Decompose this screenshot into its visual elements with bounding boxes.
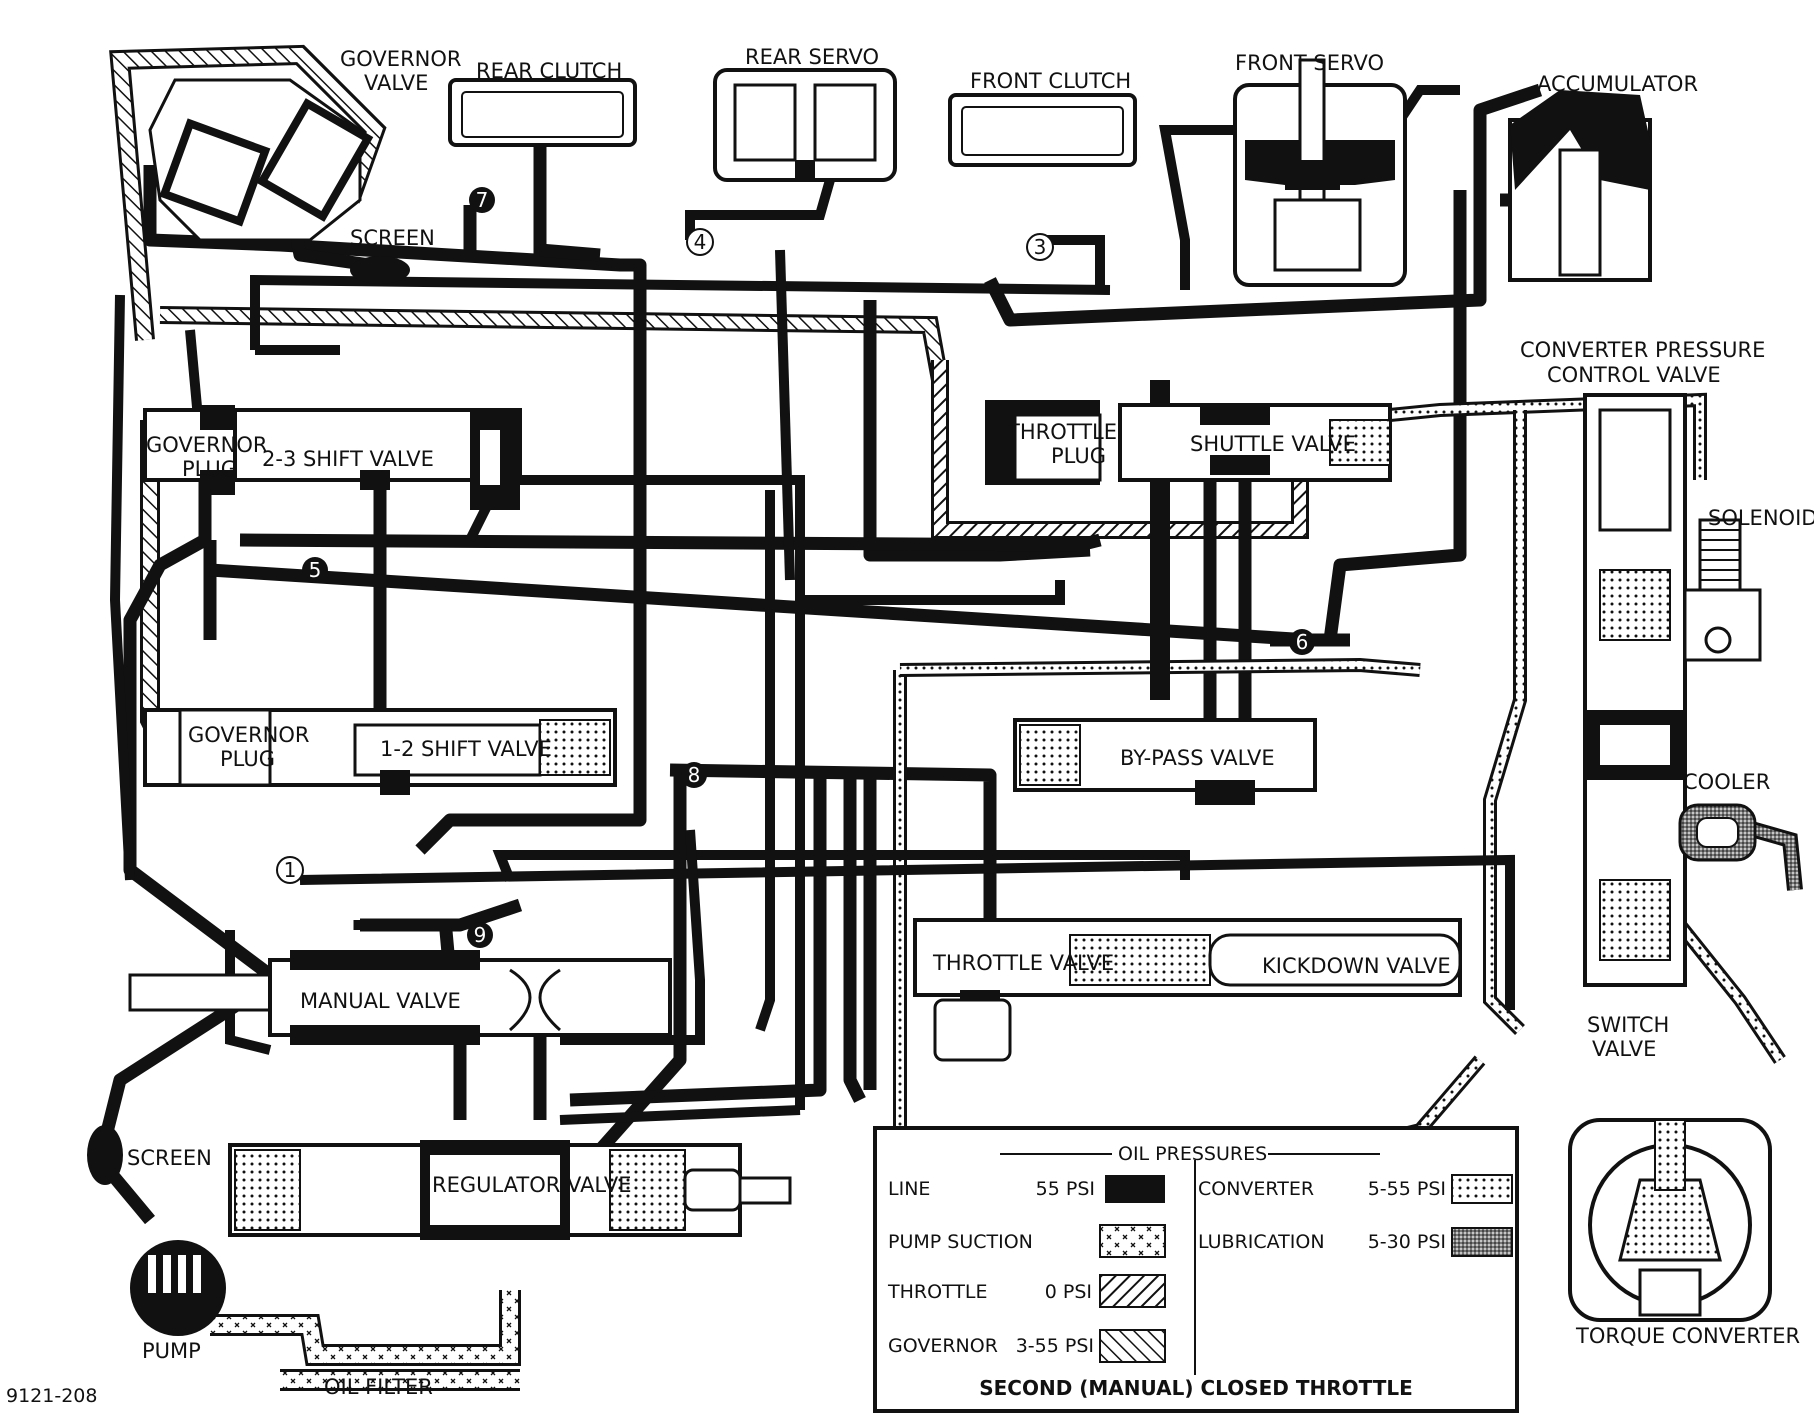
legend-governor-value: 3-55 PSI (1016, 1335, 1094, 1357)
throttle-plug-label-1: THROTTLE (1006, 420, 1117, 444)
rear-servo-label: REAR SERVO (745, 45, 879, 69)
legend-line-value: 55 PSI (1036, 1178, 1095, 1200)
governor-valve-label-1: GOVERNOR (340, 47, 462, 71)
legend-swatch-throttle (1099, 1274, 1166, 1308)
legend-swatch-lubrication (1451, 1227, 1513, 1257)
legend-swatch-converter (1451, 1174, 1513, 1204)
legend-title: OIL PRESSURES (1118, 1143, 1267, 1165)
solenoid-component (1698, 518, 1742, 592)
governor-plug-upper-label-2: PLUG (182, 457, 237, 481)
shift-valve-23-body (143, 405, 522, 510)
oil-filter-label: OIL FILTER (324, 1375, 433, 1399)
bypass-valve-body (1013, 718, 1317, 805)
check-ball-7: 7 (476, 188, 489, 212)
throttle-plug-label-2: PLUG (1051, 444, 1106, 468)
shift-valve-12-body (143, 708, 617, 795)
check-ball-3: 3 (1034, 235, 1047, 259)
governor-plug-upper-label-1: GOVERNOR (146, 433, 268, 457)
kickdown-valve-label: KICKDOWN VALVE (1262, 954, 1451, 978)
check-ball-9: 9 (474, 923, 487, 947)
shuttle-valve-body (985, 400, 1392, 485)
converter-pressure-control-valve-label-1: CONVERTER PRESSURE (1520, 338, 1765, 362)
legend-converter-value: 5-55 PSI (1368, 1178, 1446, 1200)
switch-valve-label-2: VALVE (1592, 1037, 1656, 1061)
text-labels: GOVERNOR VALVE REAR CLUTCH REAR SERVO FR… (6, 45, 1814, 1407)
throttle-kickdown-valve-body (913, 918, 1462, 1062)
throttle-passages (931, 360, 1309, 539)
torque-converter-component (1568, 1118, 1772, 1322)
accumulator-label: ACCUMULATOR (1537, 72, 1698, 96)
governor-valve-label-2: VALVE (364, 71, 428, 95)
governor-plug-lower-label-1: GOVERNOR (188, 723, 310, 747)
legend-converter-name: CONVERTER (1198, 1178, 1314, 1200)
check-ball-6: 6 (1296, 630, 1309, 654)
legend-box (873, 1126, 1519, 1413)
front-clutch-component (948, 93, 1137, 167)
pump-component (130, 1240, 226, 1336)
check-ball-8: 8 (688, 763, 701, 787)
torque-converter-label: TORQUE CONVERTER (1575, 1324, 1800, 1348)
check-ball-markers (276, 187, 1315, 948)
regulator-valve-body (228, 1140, 792, 1240)
hydraulic-lines (93, 44, 1803, 1391)
screen-bottom-label: SCREEN (127, 1146, 212, 1170)
governor-plug-lower-label-2: PLUG (220, 747, 275, 771)
pump-suction-passages (210, 1290, 521, 1391)
shift-valve-12-label: 1-2 SHIFT VALVE (380, 737, 552, 761)
front-servo-label: FRONT SERVO (1235, 51, 1384, 75)
legend-lubrication-name: LUBRICATION (1198, 1231, 1325, 1253)
governor-valve-body (148, 78, 374, 242)
legend-throttle-name: THROTTLE (887, 1281, 988, 1303)
cooler-component (1678, 803, 1757, 862)
legend-swatch-pump-suction (1099, 1224, 1166, 1258)
legend-line-name: LINE (888, 1178, 930, 1200)
check-ball-5: 5 (309, 558, 322, 582)
switch-valve-label-1: SWITCH (1587, 1013, 1669, 1037)
converter-pressure-control-valve-label-2: CONTROL VALVE (1547, 363, 1721, 387)
rear-clutch-component (448, 78, 637, 147)
legend-governor-name: GOVERNOR (888, 1335, 998, 1357)
shuttle-valve-label: SHUTTLE VALVE (1190, 432, 1356, 456)
top-screen (350, 256, 410, 284)
exhaust-passages (109, 85, 1515, 1260)
legend-swatch-governor (1099, 1329, 1166, 1363)
cooler-label: COOLER (1683, 770, 1770, 794)
regulator-valve-label: REGULATOR VALVE (432, 1173, 631, 1197)
legend-throttle-value: 0 PSI (1045, 1281, 1092, 1303)
throttle-valve-label: THROTTLE VALVE (932, 951, 1114, 975)
legend-caption: SECOND (MANUAL) CLOSED THROTTLE (979, 1376, 1413, 1400)
shift-valve-23-label: 2-3 SHIFT VALVE (262, 447, 434, 471)
legend-pump-suction-name: PUMP SUCTION (888, 1231, 1033, 1253)
front-clutch-label: FRONT CLUTCH (970, 69, 1131, 93)
converter-control-column (1583, 393, 1762, 987)
pump-label: PUMP (142, 1339, 201, 1363)
bottom-screen (87, 1125, 123, 1185)
figure-id-label: 9121-208 (6, 1385, 97, 1407)
check-ball-1: 1 (284, 858, 297, 882)
rear-servo-component (713, 68, 897, 182)
legend-swatch-line (1105, 1175, 1165, 1203)
manual-valve-label: MANUAL VALVE (300, 989, 461, 1013)
check-ball-4: 4 (694, 230, 707, 254)
manual-valve-body (128, 950, 672, 1045)
front-servo-component (1233, 58, 1407, 287)
rear-clutch-label: REAR CLUTCH (476, 59, 622, 83)
components (87, 58, 1772, 1413)
accumulator-component (1508, 90, 1652, 282)
screen-top-label: SCREEN (350, 226, 435, 250)
legend-lubrication-value: 5-30 PSI (1368, 1231, 1446, 1253)
solenoid-label: SOLENOID (1708, 506, 1814, 530)
bypass-valve-label: BY-PASS VALVE (1120, 746, 1275, 770)
